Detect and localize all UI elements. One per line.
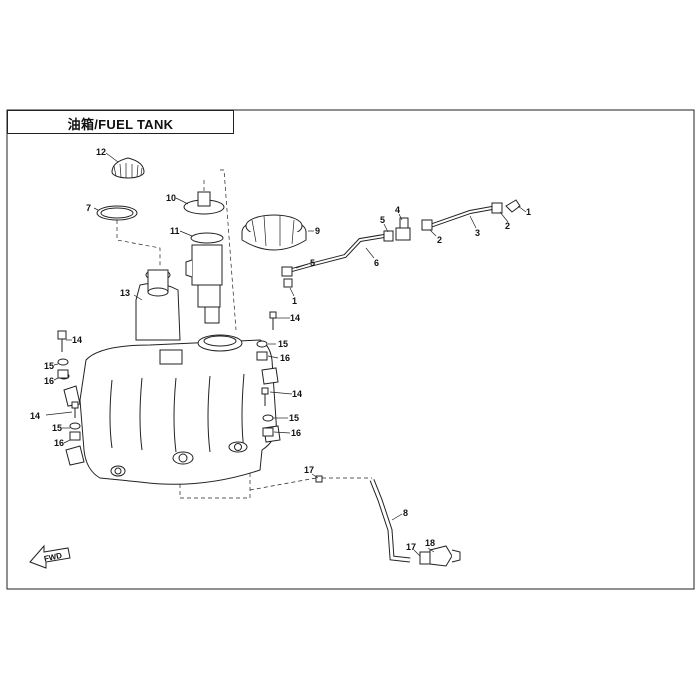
- callout-5-lower: 5: [310, 258, 315, 268]
- seal-ring-part: [96, 205, 138, 221]
- callout-2-right: 2: [505, 221, 510, 231]
- callout-11: 11: [170, 226, 180, 236]
- pump-retaining-ring-part: [241, 214, 307, 251]
- callout-14-right-bottom: 14: [292, 389, 302, 399]
- callout-16-left-bottom: 16: [54, 438, 64, 448]
- callout-9: 9: [315, 226, 320, 236]
- callout-10: 10: [166, 193, 176, 203]
- fuel-pump-part: [183, 191, 225, 324]
- callout-15-left-bottom: 15: [52, 423, 62, 433]
- callout-5-upper: 5: [380, 215, 385, 225]
- callout-15-right-bottom: 15: [289, 413, 299, 423]
- callout-12: 12: [96, 147, 106, 157]
- callout-16-left-top: 16: [44, 376, 54, 386]
- callout-15-right-top: 15: [278, 339, 288, 349]
- assembly-guide-lines: [116, 169, 372, 499]
- callout-15-left-top: 15: [44, 361, 54, 371]
- callout-2-mid: 2: [437, 235, 442, 245]
- vent-hose-assembly: [281, 199, 521, 288]
- fuel-tank-body: [63, 269, 281, 485]
- callout-16-right-top: 16: [280, 353, 290, 363]
- diagram-border: [6, 109, 695, 590]
- callout-13: 13: [120, 288, 130, 298]
- callout-4: 4: [395, 205, 400, 215]
- callout-1-lower: 1: [292, 296, 297, 306]
- fuel-supply-line: [315, 475, 461, 567]
- callout-numbers: 12 7 10 11 9 13 5 4 2 3 2 1 5 6 1 14 15 …: [30, 147, 531, 552]
- callout-7: 7: [86, 203, 91, 213]
- callout-1-right: 1: [526, 207, 531, 217]
- forward-direction-arrow: FWD: [29, 544, 71, 569]
- callout-leaders: [45, 152, 527, 557]
- callout-8: 8: [403, 508, 408, 518]
- fwd-label: FWD: [43, 551, 63, 564]
- callout-3: 3: [475, 228, 480, 238]
- page-title: 油箱/FUEL TANK: [67, 117, 174, 132]
- callout-14-left-bottom: 14: [30, 411, 40, 421]
- callout-17-bottom: 17: [406, 542, 416, 552]
- bolt-fasteners: [57, 311, 277, 441]
- callout-18: 18: [425, 538, 435, 548]
- callout-6: 6: [374, 258, 379, 268]
- fuel-cap-part: [111, 157, 145, 179]
- callout-16-right-bottom: 16: [291, 428, 301, 438]
- callout-17-top: 17: [304, 465, 314, 475]
- callout-14-right-top: 14: [290, 313, 300, 323]
- title-box: 油箱/FUEL TANK: [7, 110, 234, 134]
- callout-14-left-top: 14: [72, 335, 82, 345]
